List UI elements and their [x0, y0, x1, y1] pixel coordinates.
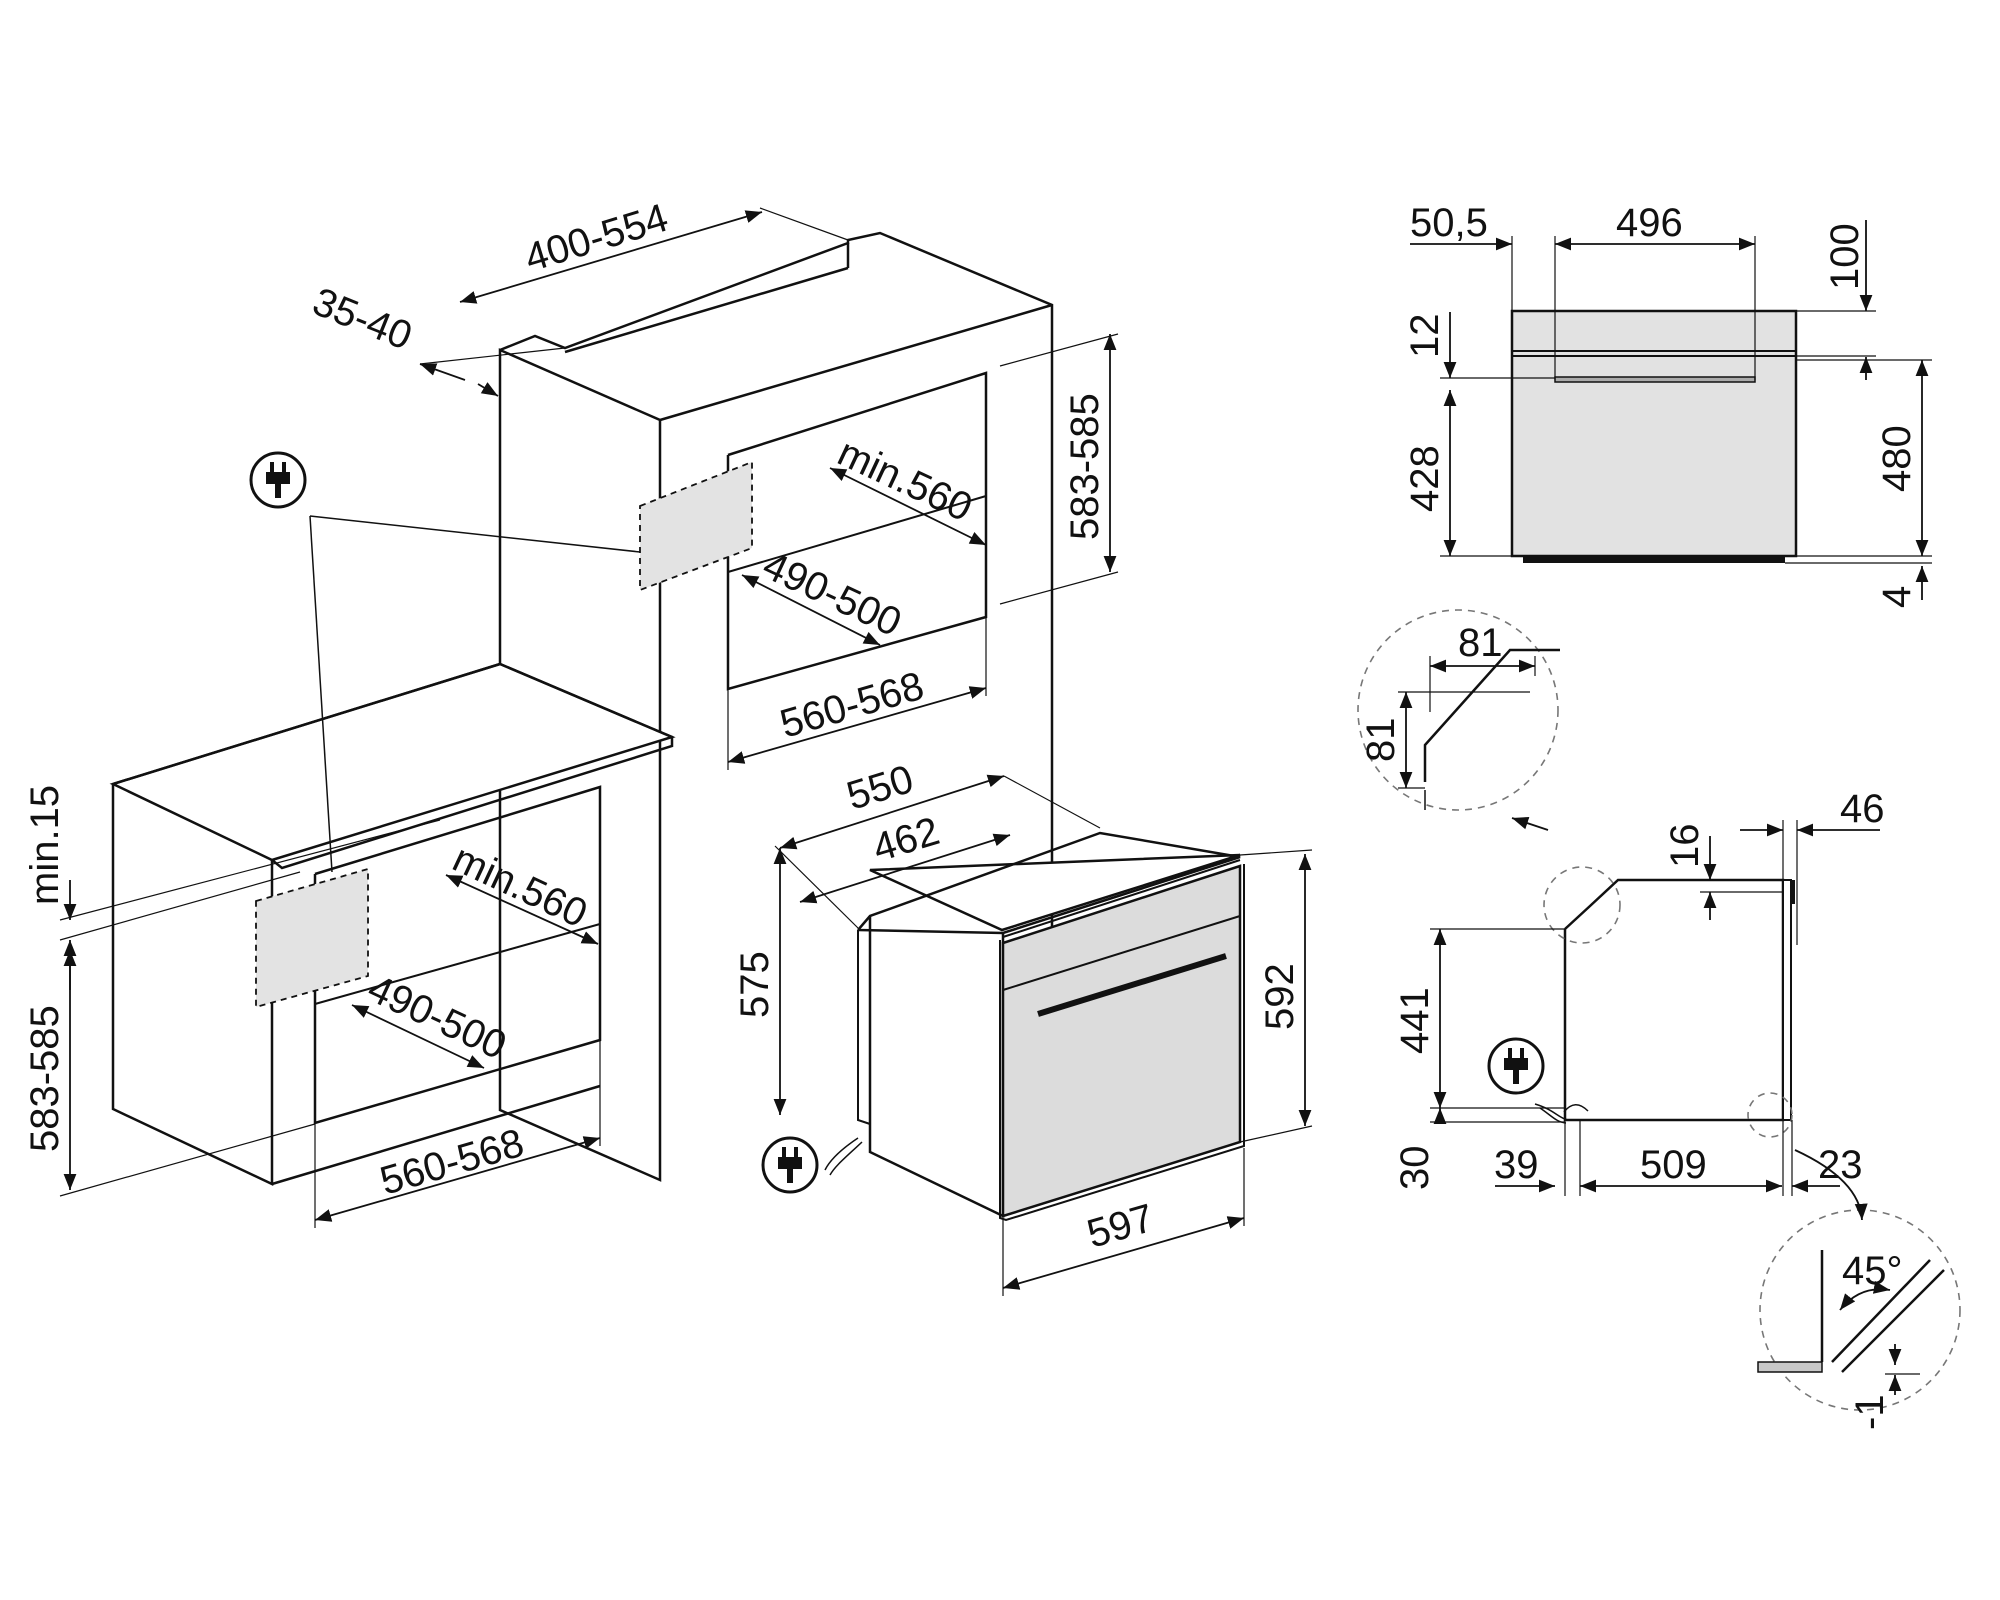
- label-oven-depth: 550: [842, 757, 919, 819]
- electrical-zone: [639, 460, 753, 592]
- label-low-width: 560-568: [375, 1121, 528, 1204]
- label-oven-body-h: 575: [733, 951, 777, 1018]
- label-side-23: 23: [1818, 1143, 1863, 1187]
- detail-top-corner: [1357, 609, 1793, 1138]
- label-detail-81-top: 81: [1458, 621, 1503, 665]
- oven-perspective: [824, 831, 1245, 1222]
- label-side-16: 16: [1663, 824, 1707, 869]
- power-plug-icon: [761, 1136, 819, 1194]
- label-low-depth: 490-500: [361, 966, 513, 1068]
- label-low-h: 583-585: [23, 1005, 67, 1152]
- label-side-46: 46: [1840, 787, 1885, 831]
- label-detail-45: 45°: [1842, 1249, 1903, 1293]
- label-side-441: 441: [1393, 987, 1437, 1054]
- label-cab-depth: 400-554: [520, 196, 673, 281]
- label-tall-width: 560-568: [775, 664, 928, 747]
- label-front-top: 100: [1823, 223, 1867, 290]
- oven-front-view: [1510, 309, 1798, 563]
- label-oven-w: 597: [1082, 1196, 1158, 1257]
- label-oven-body-depth: 462: [868, 809, 945, 871]
- label-tall-h: 583-585: [1063, 393, 1107, 540]
- detail-bottom-corner: [1757, 1149, 1961, 1411]
- label-low-min-top: min.15: [23, 785, 67, 905]
- label-front-handle: 496: [1616, 201, 1683, 245]
- label-front-480: 480: [1875, 425, 1919, 492]
- label-front-12: 12: [1403, 314, 1447, 359]
- label-side-509: 509: [1640, 1143, 1707, 1187]
- label-front-428: 428: [1403, 445, 1447, 512]
- power-plug-icon: [249, 451, 307, 509]
- label-cab-gap: 35-40: [307, 280, 418, 359]
- dimension-lines: [59, 207, 1932, 1395]
- oven-side-view: [1534, 878, 1795, 1124]
- label-tall-min-depth: min.560: [831, 430, 979, 530]
- label-side-30: 30: [1393, 1146, 1437, 1191]
- electrical-zone-low: [255, 867, 369, 1009]
- power-plug-icon: [1487, 1037, 1545, 1095]
- label-detail-minus1: -1: [1848, 1394, 1892, 1430]
- label-oven-h: 592: [1258, 963, 1302, 1030]
- label-front-offset: 50,5: [1410, 201, 1488, 245]
- label-front-4: 4: [1875, 586, 1919, 608]
- label-side-39: 39: [1494, 1143, 1539, 1187]
- label-detail-81-side: 81: [1359, 718, 1403, 763]
